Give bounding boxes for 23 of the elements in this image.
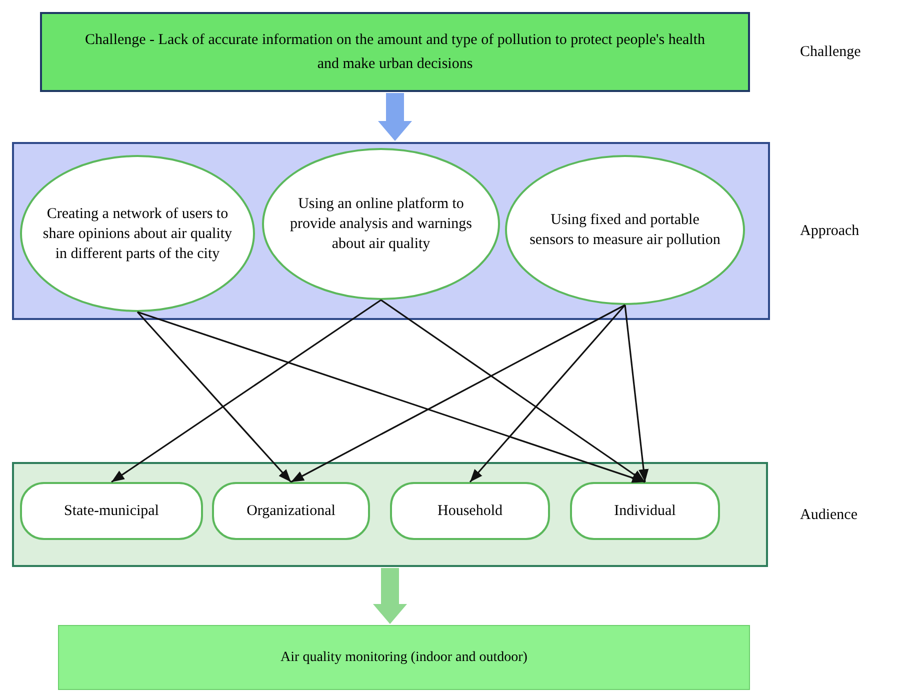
approach-ellipse: Using an online platform to provide analysis and warnings about air quality	[262, 148, 500, 300]
challenge-box: Challenge - Lack of accurate information on the amount and type of pollution to protect people's health and make urban decisions	[40, 12, 750, 92]
approach-ellipse: Creating a network of users to share opinions about air quality in different parts of the city	[20, 155, 255, 312]
arrow	[136, 311, 292, 483]
audience-pill: Organizational	[212, 482, 370, 540]
arrow	[624, 304, 649, 482]
block-arrow	[373, 568, 407, 624]
arrow	[469, 304, 626, 483]
block-arrow	[378, 93, 412, 141]
arrow	[137, 311, 646, 483]
audience-pill: State-municipal	[20, 482, 203, 540]
arrow	[380, 299, 646, 483]
audience-pill: Individual	[570, 482, 720, 540]
audience-pill: Household	[390, 482, 550, 540]
outcome-box: Air quality monitoring (indoor and outdoor)	[58, 625, 750, 690]
row-label: Approach	[800, 222, 860, 241]
row-label: Audience	[800, 505, 858, 524]
arrow	[290, 304, 626, 483]
approach-band	[12, 142, 770, 320]
audience-band	[12, 462, 768, 567]
row-label: Challenge	[800, 42, 861, 62]
arrow	[111, 299, 382, 483]
approach-ellipse: Using fixed and portable sensors to measure air pollution	[505, 155, 745, 305]
